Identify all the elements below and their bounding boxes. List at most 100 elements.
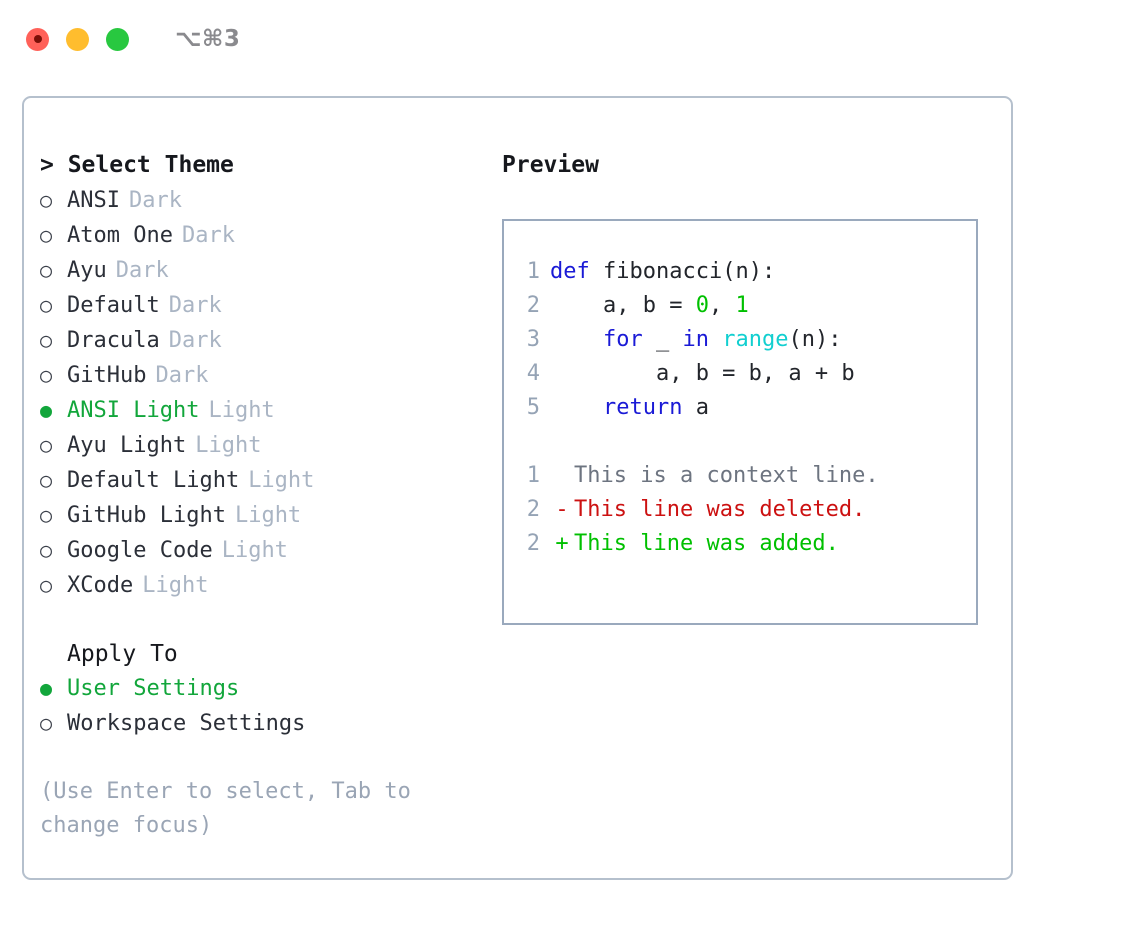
code-token-num: 0 [695,293,709,318]
code-token-plain: (n): [788,327,842,352]
diff-line-number: 1 [526,463,540,488]
diff-marker [550,459,574,493]
code-token-fn: fibonacci [589,259,723,284]
theme-variant-badge: Light [221,538,288,563]
radio-unselected-icon: ○ [40,328,53,352]
theme-option-label: GitHub [67,363,147,388]
section-spacer [40,603,502,637]
code-line: 4 a, b = b, a + b [504,357,976,391]
diff-line-del: 2-This line was deleted. [504,493,976,527]
theme-variant-badge: Dark [168,328,222,353]
theme-variant-badge: Light [195,433,262,458]
code-line-content: a, b = b, a + b [550,357,855,391]
code-token-kw: return [602,395,683,420]
theme-variant-badge: Light [248,468,315,493]
code-line-number: 3 [526,327,540,352]
radio-unselected-icon: ○ [40,433,53,457]
code-line-number: 5 [526,395,540,420]
code-line: 2 a, b = 0, 1 [504,289,976,323]
theme-option-dracula[interactable]: ○ Dracula Dark [40,323,502,358]
minimize-window-button[interactable] [66,27,89,51]
diff-line-text: This is a context line. [574,463,879,488]
select-theme-heading: > Select Theme [40,152,234,178]
radio-unselected-icon: ○ [40,468,53,492]
radio-unselected-icon: ○ [40,711,53,735]
code-token-plain [550,395,603,420]
theme-option-label: Default Light [67,468,240,493]
theme-option-label: Ayu Light [67,433,187,458]
apply-to-heading: Apply To [67,641,178,667]
theme-option-default-light[interactable]: ○ Default Light Light [40,463,502,498]
radio-unselected-icon: ○ [40,293,53,317]
radio-unselected-icon: ○ [40,538,53,562]
close-window-button[interactable] [26,27,49,51]
theme-option-default[interactable]: ○ Default Dark [40,288,502,323]
radio-unselected-icon: ○ [40,258,53,282]
theme-variant-badge: Light [142,573,209,598]
apply-option-user-settings[interactable]: ●User Settings [40,671,502,706]
theme-option-label: Atom One [67,223,173,248]
radio-unselected-icon: ○ [40,573,53,597]
diff-marker: + [555,531,569,556]
theme-option-label: ANSI [67,188,120,213]
theme-variant-badge: Dark [128,188,182,213]
keyboard-hint-text: (Use Enter to select, Tab to change focu… [40,779,411,838]
apply-to-option-list[interactable]: ●User Settings ○ Workspace Settings [40,671,502,741]
code-token-plain: a, b = b, a + b [550,361,855,386]
code-line-content: a, b = 0, 1 [550,289,749,323]
code-line: 5 return a [504,391,976,425]
radio-unselected-icon: ○ [40,223,53,247]
code-line-number: 4 [526,361,540,386]
theme-option-label: Ayu [67,258,107,283]
code-token-num: 1 [735,293,749,318]
diff-line-text: This line was added. [574,531,839,556]
radio-selected-icon: ● [40,398,53,422]
code-token-plain: _ [642,327,683,352]
radio-unselected-icon: ○ [40,503,53,527]
code-token-kw: in [682,327,709,352]
diff-line-text: This line was deleted. [574,497,866,522]
code-token-plain: a [682,395,709,420]
code-token-builtin: range [722,327,789,352]
code-token-plain: a, b = [550,293,696,318]
theme-variant-badge: Dark [181,223,235,248]
diff-sample: 1 This is a context line.2-This line was… [504,459,976,561]
code-line-number: 2 [526,293,540,318]
radio-selected-icon: ● [40,676,53,700]
preview-spacer [504,425,976,459]
code-token-plain: , [708,293,736,318]
traffic-light-group [26,27,129,51]
maximize-window-button[interactable] [106,27,129,51]
theme-option-label: Dracula [67,328,160,353]
code-token-kw: for [602,327,643,352]
theme-option-xcode[interactable]: ○ XCode Light [40,568,502,603]
theme-variant-badge: Dark [168,293,222,318]
theme-option-label: ANSI Light [67,398,200,423]
code-line-content: def fibonacci(n): [550,255,775,289]
apply-option-workspace-settings[interactable]: ○ Workspace Settings [40,706,502,741]
theme-option-label: GitHub Light [67,503,226,528]
diff-marker: - [555,497,569,522]
keyboard-shortcut-label: ⌥⌘3 [175,26,241,52]
theme-option-label: XCode [67,573,134,598]
code-token-plain: (n): [722,259,776,284]
theme-option-label: Default [67,293,160,318]
theme-option-atom-one[interactable]: ○ Atom One Dark [40,218,502,253]
theme-option-ayu-light[interactable]: ○ Ayu Light Light [40,428,502,463]
code-line-content: return a [550,391,709,425]
code-token-plain [550,327,603,352]
apply-option-label: Workspace Settings [67,711,306,736]
diff-line-ctx: 1 This is a context line. [504,459,976,493]
